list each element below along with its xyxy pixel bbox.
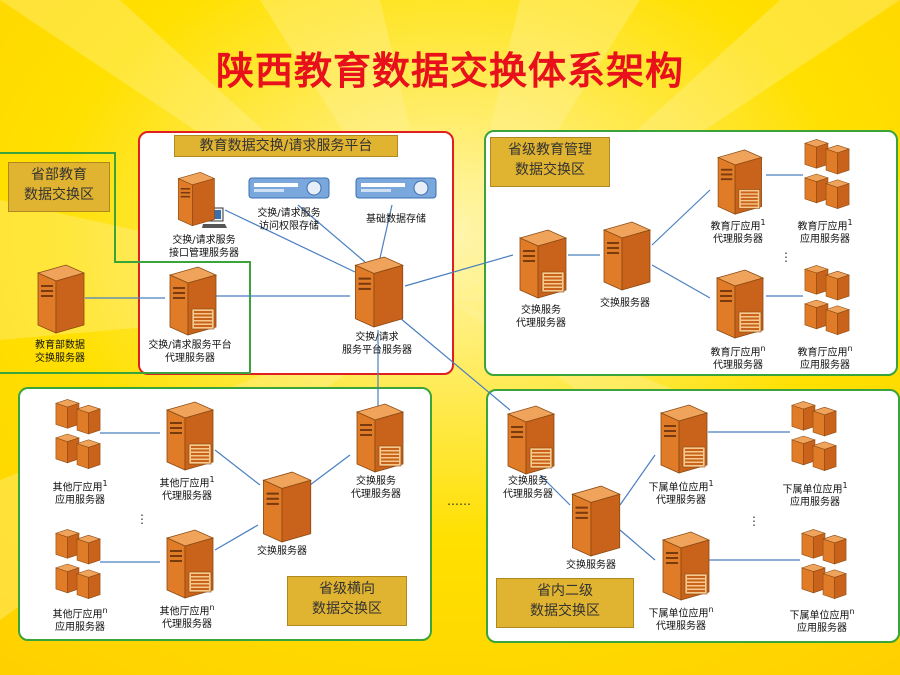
sec-exchange-caption: 交换服务器 (566, 560, 616, 571)
platform-proxy-caption: 交换/请求服务平台代理服务器 (148, 340, 232, 364)
sec-proxy-caption: 交换服务代理服务器 (503, 476, 553, 500)
edu-proxy-n-server-icon (715, 269, 765, 339)
sec-exchange-server-icon (571, 485, 621, 557)
horiz-proxy-server-icon (355, 403, 405, 473)
edu-app-n-server-icon (804, 265, 850, 335)
horiz-exchange-server-icon (262, 471, 312, 543)
unit-ellipsis: ⋮ (748, 514, 760, 528)
edu-app-1-server-icon (804, 139, 850, 209)
unit-app-n-server-icon (801, 529, 847, 599)
storage-device-icon (248, 177, 330, 199)
access-store-caption: 交换/请求服务访问权限存储 (257, 208, 321, 232)
storage-device-icon (355, 177, 437, 199)
horiz-exchange-caption: 交换服务器 (257, 546, 307, 557)
ministry-srv-caption: 教育部数据交换服务器 (35, 340, 85, 364)
ministry-server-icon (36, 264, 86, 334)
other-app-1-server-icon (55, 399, 101, 469)
horizontal-zone-label: 省级横向数据交换区 (287, 576, 407, 626)
edu-ellipsis: ⋮ (780, 250, 792, 264)
platform-proxy-server-icon (168, 266, 218, 336)
prov-proxy-caption: 交换服务代理服务器 (516, 305, 566, 329)
sec-proxy-server-icon (506, 405, 556, 475)
unit-app-1-server-icon (791, 401, 837, 471)
prov-proxy-server-icon (518, 229, 568, 299)
prov-exchange-caption: 交换服务器 (600, 298, 650, 309)
secondary-zone-label: 省内二级数据交换区 (496, 578, 634, 628)
unit-proxy-n-server-icon (661, 531, 711, 601)
iface-mgmt-caption: 交换/请求服务接口管理服务器 (169, 235, 239, 259)
ministry-zone-label: 省部教育数据交换区 (8, 162, 110, 212)
platform-server-icon (354, 256, 404, 328)
provincial-zone-label: 省级教育管理数据交换区 (490, 137, 610, 187)
horiz-proxy-caption: 交换服务代理服务器 (351, 476, 401, 500)
other-proxy-n-server-icon (165, 529, 215, 599)
other-ellipsis: ⋮ (136, 512, 148, 526)
zone-ellipsis: …… (447, 494, 471, 508)
page-title: 陕西教育数据交换体系架构 (215, 49, 684, 93)
prov-exchange-server-icon (602, 221, 652, 291)
platform-zone-label: 教育数据交换/请求服务平台 (174, 135, 398, 157)
platform-srv-caption: 交换/请求服务平台服务器 (342, 332, 412, 356)
base-store-caption: 基础数据存储 (366, 214, 426, 225)
edu-proxy-1-server-icon (717, 149, 763, 215)
other-app-n-server-icon (55, 529, 101, 599)
unit-proxy-1-server-icon (659, 404, 709, 474)
iface-mgmt-server-icon (177, 171, 216, 227)
other-proxy-1-server-icon (165, 401, 215, 471)
